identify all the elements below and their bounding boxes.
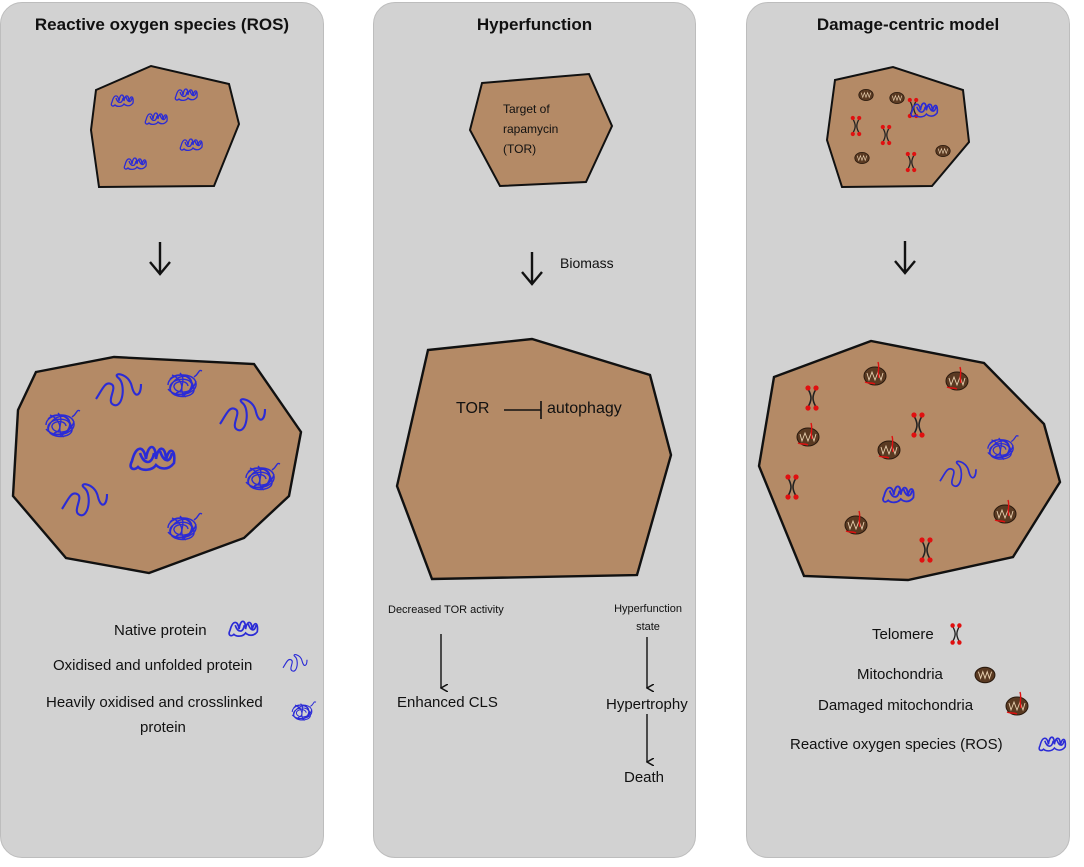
autophagy-label: autophagy [547, 400, 622, 417]
tor-label: TOR [456, 400, 490, 417]
damage-panel-title: Damage-centric model [816, 15, 1000, 34]
decreased-tor-label: Decreased TOR activity [388, 604, 504, 616]
inhibition-icon [504, 401, 542, 419]
tor-small-cell [468, 72, 614, 188]
native-protein-icon [228, 620, 259, 637]
tor-cell-label-3: (TOR) [503, 142, 537, 156]
hyperfunction-state-label-1: Hyperfunction [614, 603, 682, 615]
crosslinked-protein-icon [291, 701, 317, 721]
mitochondria-icon [974, 666, 996, 684]
damaged-mitochondria-icon [1005, 691, 1029, 716]
damage-small-cell [825, 65, 971, 189]
tor-cell-label-1: Target of [503, 102, 550, 116]
death-label: Death [624, 769, 665, 786]
enhanced-cls-label: Enhanced CLS [397, 694, 498, 711]
hyperfunction-panel-title: Hyperfunction [476, 15, 593, 34]
biomass-label: Biomass [560, 255, 614, 271]
hypertrophy-label: Hypertrophy [606, 696, 688, 713]
ros-label: Reactive oxygen species (ROS) [790, 736, 1003, 753]
down-arrow-icon [149, 242, 171, 276]
telomere-icon [949, 622, 963, 646]
down-arrow-icon [521, 252, 543, 286]
oxidised-protein-label: Oxidised and unfolded protein [53, 657, 253, 674]
crosslinked-protein-label-1: Heavily oxidised and crosslinked [46, 694, 263, 711]
hyperfunction-state-label-2: state [636, 621, 660, 633]
damage-large-cell [757, 339, 1062, 582]
native-protein-label: Native protein [114, 622, 207, 639]
down-arrow-icon [894, 241, 916, 275]
unfolded-protein-icon [282, 654, 308, 672]
damaged-mitochondria-label: Damaged mitochondria [818, 697, 974, 714]
tor-large-cell [395, 337, 673, 581]
mitochondria-label: Mitochondria [857, 666, 943, 683]
ros-panel-title: Reactive oxygen species (ROS) [34, 15, 290, 34]
crosslinked-protein-label-2: protein [140, 719, 186, 736]
ros-small-cell [89, 64, 241, 189]
ros-icon [1038, 736, 1067, 752]
tor-cell-label-2: rapamycin [503, 122, 559, 136]
telomere-label: Telomere [872, 626, 934, 643]
